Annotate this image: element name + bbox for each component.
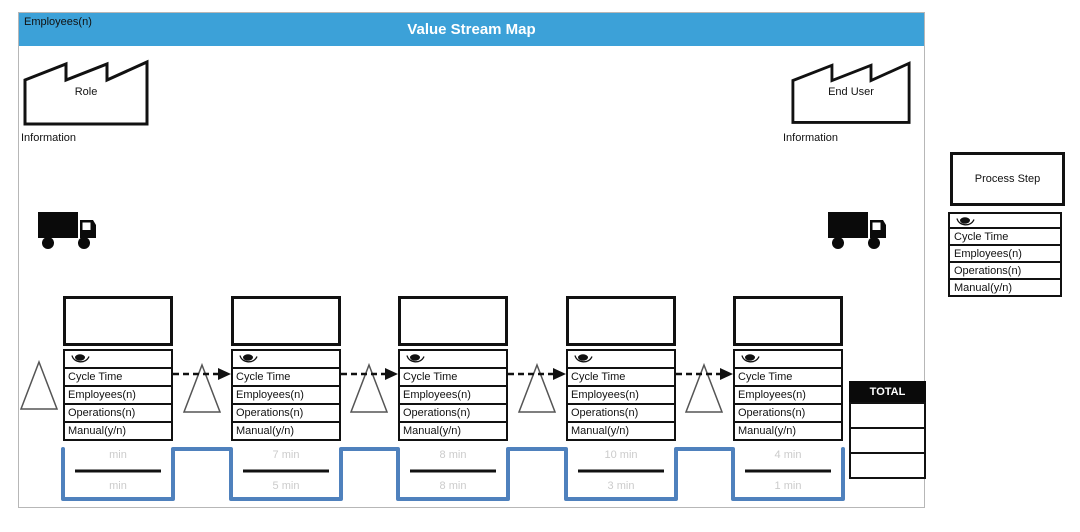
operations-row[interactable]: Operations(n) xyxy=(231,403,341,423)
employees-row[interactable]: Employees(n) xyxy=(733,385,843,405)
employees-row[interactable]: Employees(n) xyxy=(398,385,508,405)
operations-row[interactable]: Operations(n) xyxy=(398,403,508,423)
eye-icon xyxy=(741,354,760,363)
operations-row[interactable]: Operations(n) xyxy=(63,403,173,423)
inventory-triangle-icon[interactable] xyxy=(517,362,557,414)
operations-row[interactable]: Operations(n) xyxy=(566,403,676,423)
inventory-triangle-icon[interactable] xyxy=(182,362,222,414)
cycle-time-row[interactable]: Cycle Time xyxy=(63,367,173,387)
timeline-value: 4 min xyxy=(774,449,802,461)
end-user-label: End User xyxy=(828,86,874,98)
process-step-table[interactable]: Cycle Time Employees(n) Operations(n) Ma… xyxy=(733,349,843,441)
operator-row[interactable] xyxy=(398,349,508,369)
manual-row[interactable]: Manual(y/n) xyxy=(948,278,1062,297)
eye-icon xyxy=(574,354,593,363)
legend-process-step-box[interactable]: Process Step xyxy=(950,152,1065,206)
operator-row[interactable] xyxy=(231,349,341,369)
page-title: Value Stream Map xyxy=(407,21,536,38)
inventory-triangle-icon[interactable] xyxy=(19,359,59,411)
total-cell[interactable] xyxy=(849,402,926,429)
total-cell[interactable] xyxy=(849,427,926,454)
process-box[interactable] xyxy=(566,296,676,346)
timeline-value: 8 min xyxy=(439,480,467,492)
legend-table[interactable]: Cycle Time Employees(n) Operations(n) Ma… xyxy=(948,212,1062,297)
employees-row[interactable]: Employees(n) xyxy=(231,385,341,405)
manual-row[interactable]: Manual(y/n) xyxy=(63,421,173,441)
operator-row[interactable] xyxy=(566,349,676,369)
process-step-table[interactable]: Cycle Time Employees(n) Operations(n) Ma… xyxy=(398,349,508,441)
operations-row[interactable]: Operations(n) xyxy=(733,403,843,423)
manual-row[interactable]: Manual(y/n) xyxy=(398,421,508,441)
employees-row[interactable]: Employees(n) xyxy=(948,244,1062,263)
eye-icon xyxy=(71,354,90,363)
header-left-label: Employees(n) xyxy=(24,16,92,28)
total-table[interactable] xyxy=(849,402,926,479)
timeline-value: min xyxy=(109,449,127,461)
process-step-table[interactable]: Cycle Time Employees(n) Operations(n) Ma… xyxy=(63,349,173,441)
process-step-table[interactable]: Cycle Time Employees(n) Operations(n) Ma… xyxy=(231,349,341,441)
process-box[interactable] xyxy=(733,296,843,346)
process-box[interactable] xyxy=(63,296,173,346)
cycle-time-row[interactable]: Cycle Time xyxy=(398,367,508,387)
manual-row[interactable]: Manual(y/n) xyxy=(733,421,843,441)
timeline-value: 10 min xyxy=(604,449,638,461)
eye-icon xyxy=(956,217,975,226)
process-box[interactable] xyxy=(231,296,341,346)
cycle-time-row[interactable]: Cycle Time xyxy=(231,367,341,387)
cycle-time-row[interactable]: Cycle Time xyxy=(733,367,843,387)
operator-row[interactable] xyxy=(733,349,843,369)
operator-row[interactable] xyxy=(63,349,173,369)
factory-icon[interactable] xyxy=(791,56,911,126)
truck-icon[interactable] xyxy=(36,206,100,252)
dashed-arrow-icon[interactable] xyxy=(341,366,398,382)
timeline-ladder[interactable] xyxy=(59,445,849,505)
timeline-value: min xyxy=(109,480,127,492)
dashed-arrow-icon[interactable] xyxy=(173,366,231,382)
process-box[interactable] xyxy=(398,296,508,346)
timeline-value: 3 min xyxy=(607,480,635,492)
process-step-table[interactable]: Cycle Time Employees(n) Operations(n) Ma… xyxy=(566,349,676,441)
dashed-arrow-icon[interactable] xyxy=(508,366,566,382)
eye-icon xyxy=(406,354,425,363)
information-label-left: Information xyxy=(21,132,77,144)
timeline-value: 8 min xyxy=(439,449,467,461)
manual-row[interactable]: Manual(y/n) xyxy=(566,421,676,441)
timeline-value: 5 min xyxy=(272,480,300,492)
total-header[interactable]: TOTAL xyxy=(849,381,926,404)
header-bar: Employees(n) Value Stream Map xyxy=(19,13,924,46)
inventory-triangle-icon[interactable] xyxy=(349,362,389,414)
manual-row[interactable]: Manual(y/n) xyxy=(231,421,341,441)
inventory-triangle-icon[interactable] xyxy=(684,362,724,414)
dashed-arrow-icon[interactable] xyxy=(676,366,733,382)
timeline-value: 1 min xyxy=(774,480,802,492)
supplier-label: Role xyxy=(74,86,98,98)
total-cell[interactable] xyxy=(849,452,926,479)
cycle-time-row[interactable]: Cycle Time xyxy=(566,367,676,387)
factory-icon[interactable] xyxy=(23,56,149,126)
information-label-right: Information xyxy=(783,132,839,144)
timeline-value: 7 min xyxy=(272,449,300,461)
employees-row[interactable]: Employees(n) xyxy=(63,385,173,405)
diagram-canvas[interactable]: Employees(n) Value Stream Map Role Infor… xyxy=(18,12,926,508)
eye-icon xyxy=(239,354,258,363)
truck-icon[interactable] xyxy=(826,206,890,252)
employees-row[interactable]: Employees(n) xyxy=(566,385,676,405)
